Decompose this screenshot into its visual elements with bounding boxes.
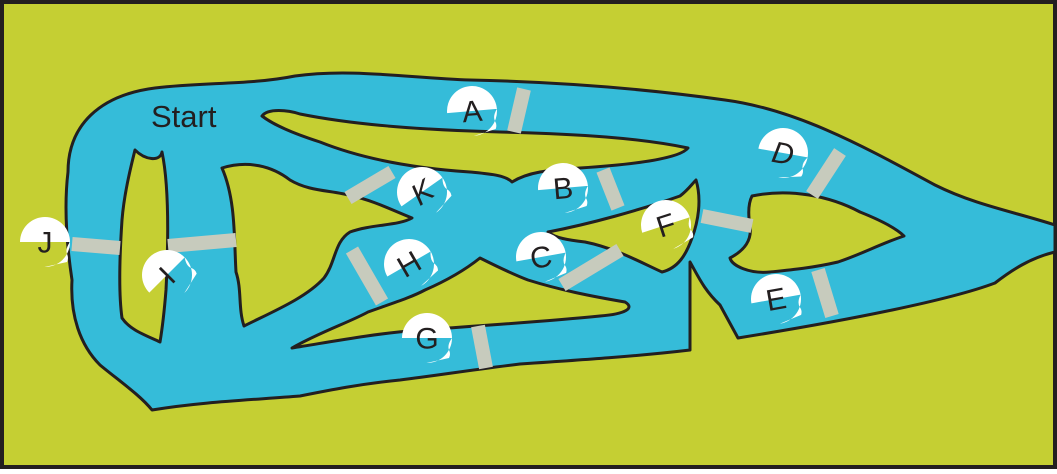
bridge-b <box>596 167 625 211</box>
marker-e: E <box>751 274 802 324</box>
bridge-g <box>471 324 493 370</box>
marker-d: D <box>758 128 808 178</box>
bridge-k <box>344 165 396 205</box>
marker-a: A <box>447 86 497 136</box>
map-pin-icon <box>516 232 567 282</box>
marker-c: C <box>516 232 567 282</box>
bridge-e <box>811 267 839 319</box>
marker-label: J <box>38 227 53 260</box>
map-pin-icon <box>402 313 452 364</box>
map-pin-icon <box>758 128 808 178</box>
bridge-d <box>806 148 846 199</box>
island-i-h-k <box>220 162 414 328</box>
map-pin-icon <box>397 167 452 213</box>
marker-j: J <box>20 217 70 268</box>
map-pin-icon <box>641 200 694 249</box>
bridge-f <box>700 209 754 233</box>
bridges <box>71 87 846 370</box>
island-i-j <box>118 148 170 344</box>
bridge-h <box>345 246 389 306</box>
map-pin-icon <box>538 163 588 213</box>
bridge-i <box>167 233 237 253</box>
marker-label: B <box>552 172 575 207</box>
map-pin-icon <box>384 239 439 286</box>
marker-g: G <box>402 313 452 364</box>
island-d-e <box>728 191 906 274</box>
bridge-c <box>558 244 624 291</box>
bridge-j <box>71 237 121 255</box>
map-pin-icon <box>142 250 197 294</box>
bridge-a <box>507 87 531 134</box>
map-pin-icon <box>751 274 802 324</box>
map-pin-icon <box>447 86 497 136</box>
marker-b: B <box>538 163 588 213</box>
start-label: Start <box>151 99 217 134</box>
map-pin-icon <box>20 217 70 268</box>
marker-label: G <box>415 323 438 356</box>
marker-label: A <box>461 95 484 130</box>
island-a-k <box>260 109 690 184</box>
